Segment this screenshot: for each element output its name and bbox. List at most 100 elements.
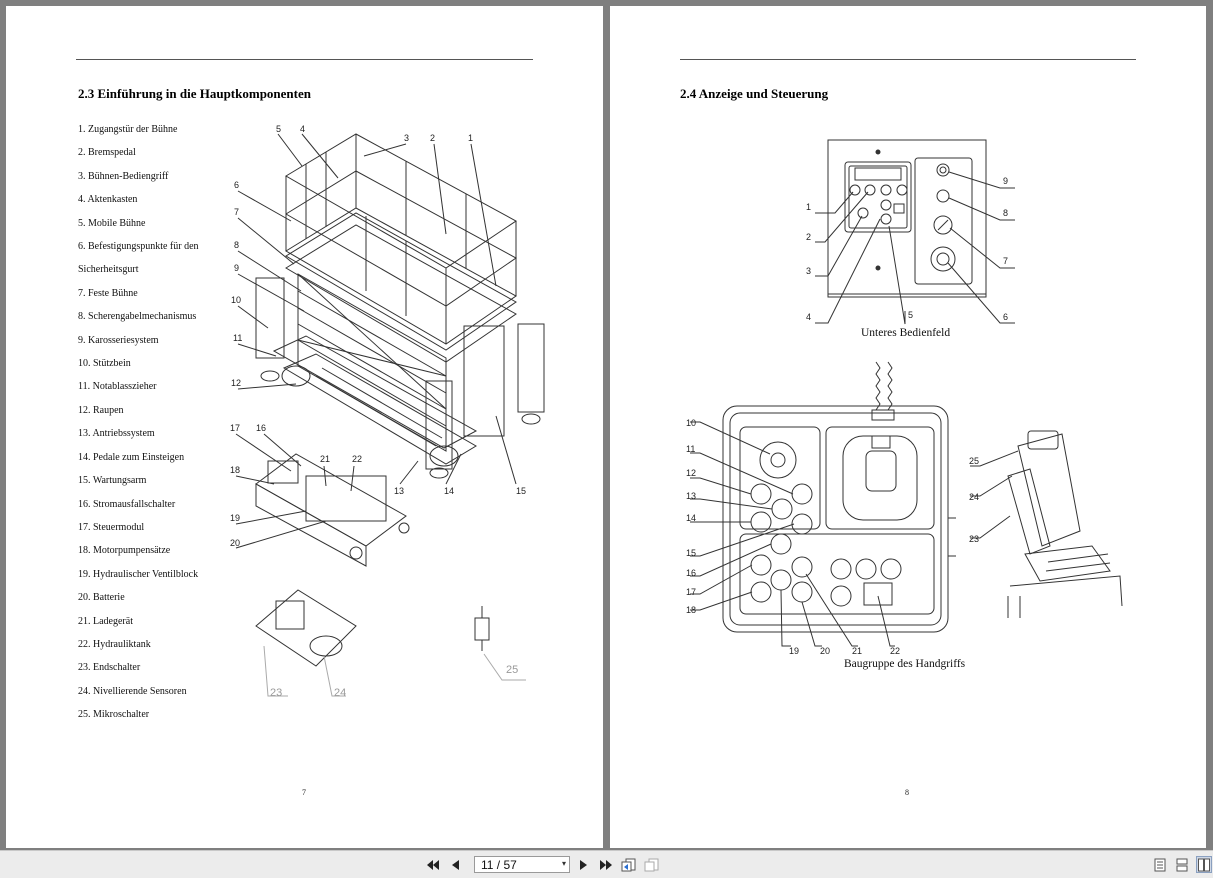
callout-label: 21 (320, 454, 330, 464)
callout-label: 21 (852, 646, 862, 656)
handle-assembly-drawing: 10 11 12 13 14 15 16 17 18 19 20 21 22 2… (686, 361, 1123, 656)
callout-label: 8 (234, 240, 239, 250)
list-item: 5. Mobile Bühne (78, 217, 146, 229)
list-item: 14. Pedale zum Einsteigen (78, 451, 185, 463)
section-heading: 2.3 Einführung in die Hauptkomponenten (78, 86, 311, 101)
go-forward-view-button[interactable] (643, 856, 661, 873)
callout-label: 4 (300, 124, 305, 134)
list-item: 12. Raupen (78, 404, 124, 416)
go-back-view-button[interactable] (620, 856, 638, 873)
list-item: 9. Karosseriesystem (78, 334, 159, 346)
callout-label: 23 (270, 687, 282, 699)
list-item: 20. Batterie (78, 592, 125, 604)
list-item: 11. Notablasszieher (78, 381, 157, 393)
list-item: 4. Aktenkasten (78, 194, 138, 206)
callout-label: 24 (969, 492, 979, 502)
callout-label: 16 (686, 568, 696, 578)
two-page-icon (1198, 858, 1210, 871)
header-rule (680, 59, 1136, 60)
callout-label: 1 (806, 202, 811, 212)
callout-label: 11 (233, 333, 242, 343)
parts-list: 1. Zugangstür der Bühne 2. Bremspedal 3.… (78, 118, 218, 727)
page-number-select[interactable]: 11 / 57 ▾ (474, 856, 570, 873)
callout-label: 8 (1003, 208, 1008, 218)
list-item: 22. Hydrauliktank (78, 638, 151, 650)
chevron-down-icon: ▾ (561, 859, 566, 868)
skip-forward-icon (600, 859, 612, 870)
callout-label: 17 (230, 423, 240, 433)
next-page-button[interactable] (576, 856, 592, 873)
pages-back-icon (621, 858, 636, 871)
list-item: 19. Hydraulischer Ventilblock (78, 568, 199, 580)
callout-label: 12 (686, 468, 696, 478)
section-heading: 2.4 Anzeige und Steuerung (680, 86, 829, 101)
list-item: 15. Wartungsarm (78, 475, 147, 487)
list-item: 3. Bühnen-Bediengriff (78, 170, 169, 182)
list-item: 8. Scherengabelmechanismus (78, 311, 197, 323)
document-page-left: 2.3 Einführung in die Hauptkomponenten 1… (6, 6, 603, 848)
callout-label: 20 (230, 538, 240, 548)
continuous-view-button[interactable] (1174, 856, 1190, 873)
page-display-value: 11 / 57 (481, 857, 517, 872)
callout-label: 4 (806, 312, 811, 322)
callout-label: 2 (430, 133, 435, 143)
callout-label: 10 (231, 295, 241, 305)
document-page-right: 2.4 Anzeige und Steuerung (610, 6, 1206, 848)
callout-label: 22 (352, 454, 362, 464)
callout-label: 16 (256, 423, 266, 433)
callout-label: 14 (444, 486, 454, 496)
list-item: 7. Feste Bühne (78, 287, 138, 299)
list-item: 16. Stromausfallschalter (78, 498, 176, 510)
triangle-left-icon (452, 859, 459, 870)
list-item: 1. Zugangstür der Bühne (78, 124, 178, 135)
callout-label: 18 (686, 605, 696, 615)
list-item: 13. Antriebssystem (78, 428, 155, 440)
callout-label: 5 (276, 124, 281, 134)
callout-label: 18 (230, 465, 240, 475)
callout-label: 20 (820, 646, 830, 656)
triangle-right-icon (580, 859, 587, 870)
callout-label: 10 (686, 418, 696, 428)
callout-label: 15 (686, 548, 696, 558)
callout-label: 7 (1003, 256, 1008, 266)
callout-label: 13 (686, 491, 696, 501)
list-item: 24. Nivellierende Sensoren (78, 685, 187, 697)
callout-label: 12 (231, 378, 241, 388)
figure-caption: Unteres Bedienfeld (861, 327, 951, 339)
skip-back-icon (427, 859, 439, 870)
scissor-lift-drawing: 5 4 3 2 1 6 7 8 9 10 11 12 13 14 15 16 1… (230, 124, 545, 699)
callout-label: 9 (1003, 176, 1008, 186)
two-page-view-button[interactable] (1196, 856, 1212, 873)
callout-label: 1 (468, 133, 473, 143)
figure-caption: Baugruppe des Handgriffs (844, 658, 966, 670)
list-item: 17. Steuermodul (78, 521, 145, 533)
first-page-button[interactable] (424, 856, 442, 873)
previous-page-button[interactable] (447, 856, 463, 873)
callout-label: 24 (334, 687, 346, 699)
list-item: 21. Ladegerät (78, 615, 133, 627)
callout-label: 19 (789, 646, 799, 656)
page-number: 8 (905, 788, 909, 797)
callout-label: 7 (234, 207, 239, 217)
callout-label: 2 (806, 232, 811, 242)
callout-label: 19 (230, 513, 240, 523)
callout-label: 25 (969, 456, 979, 466)
callout-label: 25 (506, 664, 518, 676)
callout-label: 6 (1003, 312, 1008, 322)
pages-forward-icon (644, 858, 659, 871)
list-item: 23. Endschalter (78, 662, 141, 674)
last-page-button[interactable] (597, 856, 615, 873)
callout-label: 17 (686, 587, 696, 597)
callout-label: 11 (686, 444, 695, 454)
callout-label: 23 (969, 534, 979, 544)
single-page-view-button[interactable] (1152, 856, 1168, 873)
header-rule (76, 59, 533, 60)
continuous-pages-icon (1176, 858, 1188, 871)
list-item: Sicherheitsgurt (78, 264, 139, 276)
viewer-toolbar: 11 / 57 ▾ (0, 850, 1213, 878)
single-page-icon (1154, 858, 1166, 871)
callout-label: 13 (394, 486, 404, 496)
list-item: 6. Befestigungspunkte für den (78, 241, 199, 253)
callout-label: 14 (686, 513, 696, 523)
callout-label: 6 (234, 180, 239, 190)
